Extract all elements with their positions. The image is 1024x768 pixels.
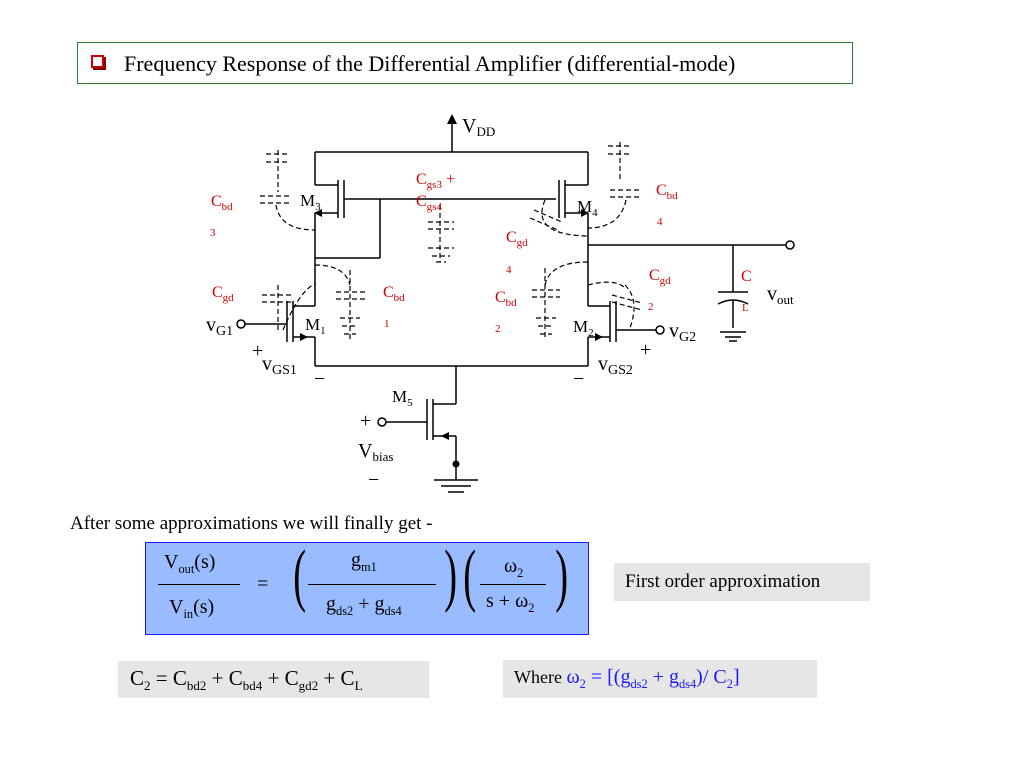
- omega2-equation-box: Where ω2 = [(gds2 + gds4)/ C2]: [503, 660, 817, 698]
- vbias-minus: −: [368, 469, 379, 491]
- capacitor-labels: Cbd 3 Cbd 4 Cgs3 + Cgs4 Cgd 4 Cgd Cbd 1 …: [210, 171, 752, 335]
- m4-label: M4: [577, 197, 598, 219]
- differential-amplifier-circuit: VDD vout vG1 vG2 + vGS1 − + vGS2 − + Vbi…: [206, 114, 795, 493]
- lhs-numerator: Vout(s): [164, 551, 216, 576]
- vgs1-label: vGS1: [262, 353, 297, 378]
- f2-fraction-bar: [480, 584, 546, 585]
- checkbox-bullet-icon: [91, 55, 106, 70]
- left-paren-1: (: [293, 537, 307, 614]
- f2-denominator: s + ω2: [486, 590, 535, 615]
- intro-text: After some approximations we will finall…: [70, 513, 433, 534]
- cgd4-index: 4: [506, 264, 512, 276]
- transfer-function-box: Vout(s) Vin(s) = ( gm1 gds2 + gds4 ) ( ω…: [145, 537, 589, 635]
- equals-sign: =: [257, 573, 269, 595]
- cgs34-line2: Cgs4: [416, 193, 442, 213]
- omega2-equation: Where ω2 = [(gds2 + gds4)/ C2]: [514, 666, 740, 691]
- vbias-label: Vbias: [358, 440, 393, 464]
- cl-label: C: [741, 268, 752, 285]
- approximation-note: First order approximation: [614, 563, 870, 601]
- cgd4-label: Cgd: [506, 229, 528, 249]
- vdd-label: VDD: [462, 115, 495, 139]
- circuit-labels: VDD vout vG1 vG2 + vGS1 − + vGS2 − + Vbi…: [206, 115, 794, 491]
- vout-label: vout: [767, 283, 794, 307]
- terminals: [236, 114, 795, 468]
- c2-equation-box: C2 = Cbd2 + Cbd4 + Cgd2 + CL: [118, 661, 429, 698]
- cl-index: L: [742, 302, 749, 314]
- vg1-label: vG1: [206, 314, 233, 339]
- cbd4-index: 4: [657, 216, 663, 228]
- cbd2-label: Cbd: [495, 289, 517, 309]
- circuit-wires: [245, 122, 786, 493]
- title-box: Frequency Response of the Differential A…: [77, 42, 853, 84]
- right-paren-2: ): [555, 537, 569, 614]
- f1-fraction-bar: [308, 584, 436, 585]
- f2-numerator: ω2: [504, 555, 524, 580]
- slide-title: Frequency Response of the Differential A…: [124, 51, 736, 76]
- vgs2-plus: +: [640, 339, 651, 361]
- f1-numerator: gm1: [351, 549, 377, 574]
- cgd2-index: 2: [648, 301, 654, 313]
- f1-denominator: gds2 + gds4: [326, 593, 402, 618]
- cbd1-index: 1: [384, 318, 390, 330]
- lhs-fraction-bar: [158, 584, 240, 585]
- cgd2-label: Cgd: [649, 267, 671, 287]
- m1-label: M1: [305, 315, 326, 337]
- cbd3-index: 3: [210, 227, 216, 239]
- cbd4-label: Cbd: [656, 182, 678, 202]
- parasitic-capacitors: [260, 142, 643, 340]
- cgd1-label: Cgd: [212, 284, 234, 304]
- left-paren-2: (: [463, 537, 477, 614]
- cgs34-line1: Cgs3 +: [416, 171, 455, 191]
- cbd3-label: Cbd: [211, 193, 233, 213]
- vg2-label: vG2: [669, 320, 696, 345]
- right-paren-1: ): [444, 537, 458, 614]
- m3-label: M3: [300, 191, 321, 213]
- m5-label: M5: [392, 387, 413, 409]
- c2-equation: C2 = Cbd2 + Cbd4 + Cgd2 + CL: [130, 666, 363, 694]
- m2-label: M2: [573, 317, 594, 339]
- vgs2-minus: −: [573, 368, 584, 390]
- approximation-note-text: First order approximation: [625, 571, 821, 592]
- vgs2-label: vGS2: [598, 353, 633, 378]
- vgs1-plus: +: [252, 340, 263, 362]
- vbias-plus: +: [360, 410, 371, 432]
- vgs1-minus: −: [314, 368, 325, 390]
- cbd1-label: Cbd: [383, 284, 405, 304]
- cbd2-index: 2: [495, 323, 501, 335]
- lhs-denominator: Vin(s): [169, 596, 215, 621]
